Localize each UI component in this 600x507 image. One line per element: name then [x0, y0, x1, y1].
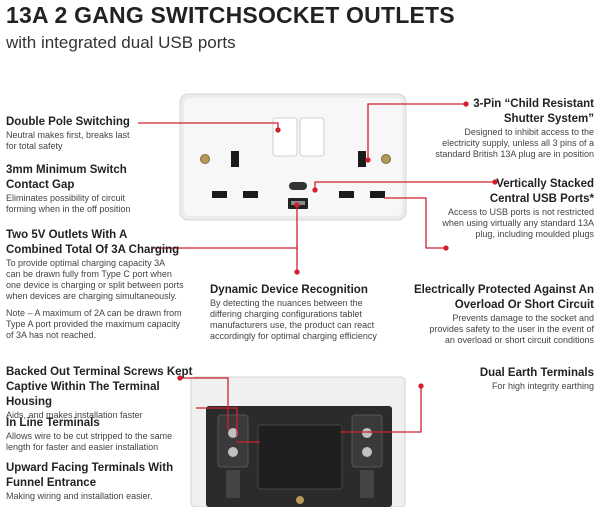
- socket-front-image: [179, 93, 407, 221]
- feature-note: of 3A has not reached.: [6, 330, 97, 340]
- feature-min-switch: 3mm Minimum Switch Contact Gap Eliminate…: [6, 163, 176, 215]
- feature-text: accordingly for optimal charging efficie…: [210, 331, 377, 341]
- feature-heading: Dynamic Device Recognition: [210, 284, 368, 296]
- feature-heading: Captive Within The Terminal Housing: [6, 381, 160, 408]
- callout-line-inline: [196, 407, 238, 436]
- feature-text: Aids, and makes installation faster: [6, 410, 143, 420]
- feature-text: By detecting the nuances between the: [210, 298, 363, 308]
- page-subtitle: with integrated dual USB ports: [6, 33, 236, 52]
- feature-upward-terminals: Upward Facing Terminals With Funnel Entr…: [6, 461, 196, 502]
- feature-text: To provide optimal charging capacity 3A: [6, 258, 166, 268]
- feature-dual-earth: Dual Earth Terminals For high integrity …: [430, 366, 594, 392]
- feature-text: forming when in the off position: [6, 204, 131, 214]
- feature-text: For high integrity earthing: [491, 381, 594, 391]
- feature-heading: Upward Facing Terminals With: [6, 462, 174, 474]
- feature-text: one device is charging or split between …: [6, 280, 184, 290]
- rocker-switch-left: [272, 117, 298, 157]
- feature-usb-stacked: Vertically Stacked Central USB Ports* Ac…: [410, 177, 594, 240]
- feature-inline-terminals: In Line Terminals Allows wire to be cut …: [6, 416, 196, 453]
- feature-heading: Contact Gap: [6, 179, 75, 191]
- feature-text: plug, including moulded plugs: [475, 229, 594, 239]
- feature-dynamic-recognition: Dynamic Device Recognition By detecting …: [210, 283, 395, 342]
- feature-note: Type A port provided the maximum capacit…: [6, 319, 181, 329]
- feature-text: for total safety: [6, 141, 63, 151]
- feature-text: an overload or short circuit conditions: [444, 335, 594, 345]
- feature-heading: Central USB Ports*: [489, 193, 594, 205]
- feature-text: Neutral makes first, breaks last: [6, 130, 130, 140]
- feature-text: length for faster and easier installatio…: [6, 442, 159, 452]
- socket-rear-image: [190, 376, 406, 507]
- feature-text: Prevents damage to the socket and: [452, 313, 594, 323]
- feature-heading: Backed Out Terminal Screws Kept: [6, 366, 193, 378]
- feature-heading: Two 5V Outlets With A: [6, 229, 128, 241]
- feature-text: differing charging configurations tablet: [210, 309, 362, 319]
- feature-text: electricity supply, unless all 3 pins of…: [442, 138, 594, 148]
- feature-double-pole: Double Pole Switching Neutral makes firs…: [6, 115, 176, 152]
- feature-text: standard British 13A plug are in positio…: [435, 149, 594, 159]
- callout-line-usb-stacked: [314, 181, 495, 188]
- rocker-switch-right: [299, 117, 325, 157]
- screw-right: [381, 154, 391, 164]
- feature-text: can be drawn fully from Type C port when: [6, 269, 172, 279]
- callout-line-double-pole: [138, 122, 279, 128]
- feature-note: Note – A maximum of 2A can be drawn from: [6, 308, 182, 318]
- feature-text: Eliminates possibility of circuit: [6, 193, 126, 203]
- feature-heading: Overload Or Short Circuit: [454, 299, 594, 311]
- feature-text: Making wiring and installation easier.: [6, 491, 153, 501]
- feature-text: manufacturers use, the product can react: [210, 320, 375, 330]
- feature-heading: 3mm Minimum Switch: [6, 164, 127, 176]
- callout-line-protected: [384, 197, 446, 249]
- callout-line-terminal-screws: [180, 377, 229, 430]
- feature-heading: Combined Total Of 3A Charging: [6, 244, 180, 256]
- usb-c-port: [289, 182, 307, 190]
- feature-heading: In Line Terminals: [6, 417, 100, 429]
- feature-text: provides safety to the user in the event…: [429, 324, 594, 334]
- callout-line-child-shutter: [367, 103, 466, 158]
- page-title: 13A 2 GANG SWITCHSOCKET OUTLETS: [6, 2, 455, 28]
- feature-terminal-screws: Backed Out Terminal Screws Kept Captive …: [6, 365, 196, 421]
- feature-child-shutter: 3-Pin “Child Resistant Shutter System” D…: [410, 97, 594, 160]
- feature-text: when using virtually any standard 13A: [442, 218, 594, 228]
- feature-text: Access to USB ports is not restricted: [447, 207, 594, 217]
- screw-left: [200, 154, 210, 164]
- feature-text: when devices are charging simultaneously…: [6, 291, 177, 301]
- feature-text: Designed to inhibit access to the: [464, 127, 594, 137]
- feature-heading: Double Pole Switching: [6, 116, 130, 128]
- feature-heading: Vertically Stacked: [496, 178, 594, 190]
- feature-text: Allows wire to be cut stripped to the sa…: [6, 431, 173, 441]
- feature-heading: 3-Pin “Child Resistant: [473, 98, 594, 110]
- feature-usb-outlets: Two 5V Outlets With A Combined Total Of …: [6, 228, 196, 341]
- feature-heading: Funnel Entrance: [6, 477, 97, 489]
- feature-heading: Dual Earth Terminals: [479, 367, 594, 379]
- feature-protected: Electrically Protected Against An Overlo…: [404, 283, 594, 346]
- callout-line-dual-earth: [368, 386, 422, 433]
- feature-heading: Electrically Protected Against An: [413, 284, 594, 296]
- feature-heading: Shutter System”: [503, 113, 594, 125]
